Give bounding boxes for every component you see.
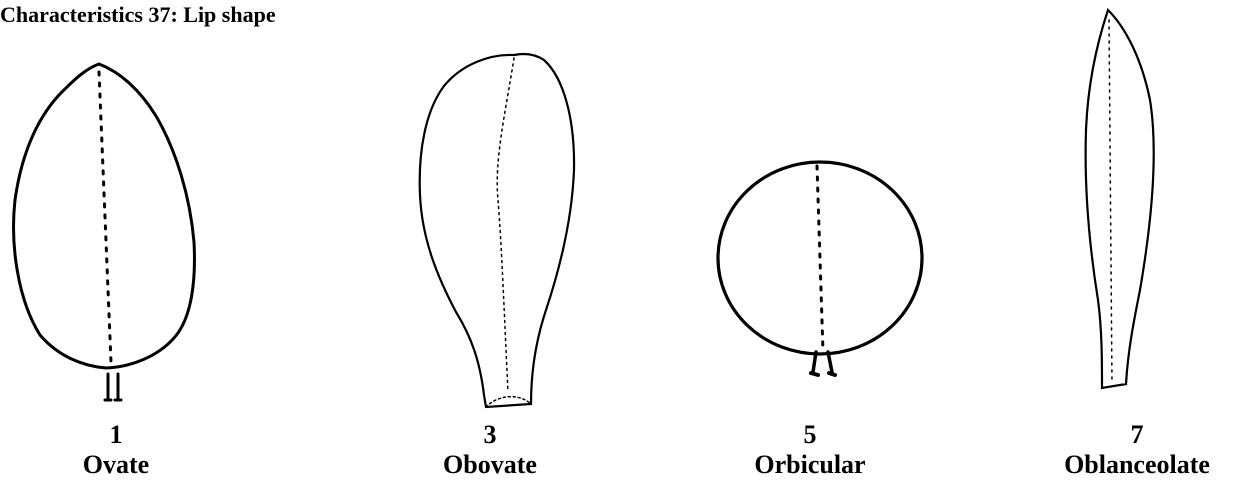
ovate-lip-icon: [14, 64, 195, 400]
shape-code: 1: [56, 420, 176, 450]
shape-orbicular: 5 Orbicular: [735, 420, 885, 480]
shape-name: Oblanceolate: [1042, 450, 1232, 480]
shape-name: Obovate: [420, 450, 560, 480]
shape-obovate: 3 Obovate: [420, 420, 560, 480]
shape-ovate: 1 Ovate: [56, 420, 176, 480]
orbicular-lip-icon: [718, 162, 922, 375]
shape-name: Ovate: [56, 450, 176, 480]
shape-oblanceolate: 7 Oblanceolate: [1042, 420, 1232, 480]
shape-code: 7: [1042, 420, 1232, 450]
obovate-lip-icon: [420, 54, 574, 407]
shape-code: 5: [735, 420, 885, 450]
shape-name: Orbicular: [735, 450, 885, 480]
lip-shape-illustrations: [0, 0, 1235, 420]
shape-code: 3: [420, 420, 560, 450]
oblanceolate-lip-icon: [1086, 10, 1154, 388]
